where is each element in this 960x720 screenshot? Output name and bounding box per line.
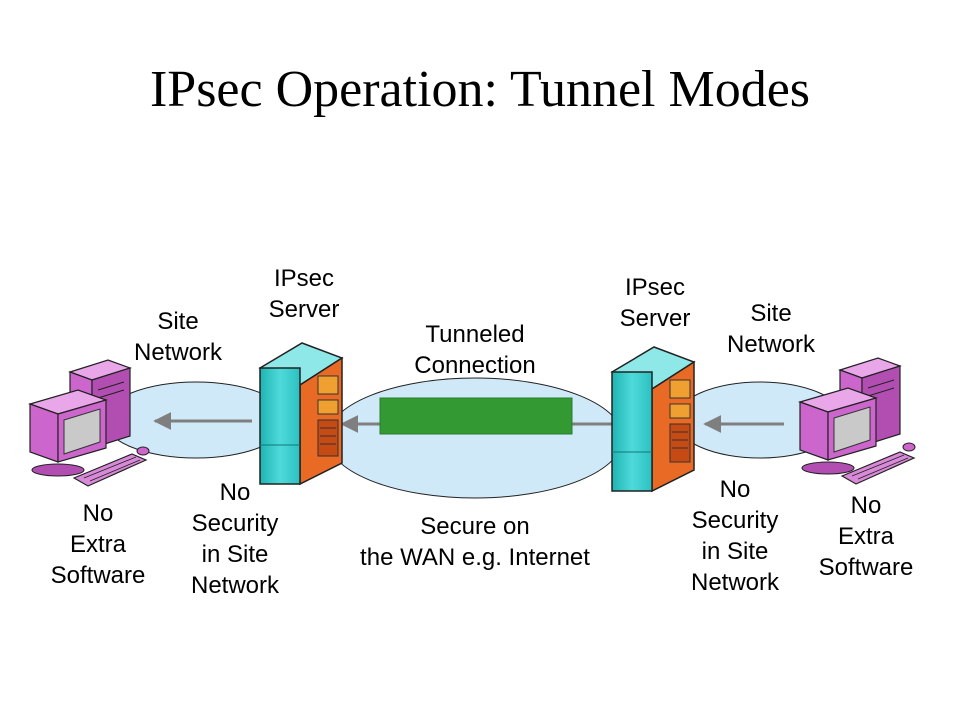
left-server-label: IPsec Server (268, 265, 340, 323)
left-no-security-label: No Security in Site Network (190, 479, 280, 599)
tunneled-connection-label: Tunneled Connection (414, 321, 536, 379)
left-site-network-label: Site Network (133, 308, 223, 366)
right-no-extra-software-label: No Extra Software (818, 492, 914, 581)
right-no-security-label: No Security in Site Network (690, 476, 780, 596)
slide-title: IPsec Operation: Tunnel Modes (149, 61, 811, 118)
right-ipsec-server-icon (610, 346, 696, 493)
right-computer-icon (798, 357, 916, 485)
wan-security-label: Secure on the WAN e.g. Internet (360, 513, 590, 571)
left-no-extra-software-label: No Extra Software (50, 500, 146, 589)
left-computer-icon (28, 359, 150, 487)
right-site-network-label: Site Network (726, 300, 816, 358)
tunnel-bar (379, 397, 573, 435)
right-server-label: IPsec Server (619, 274, 691, 332)
wan-ellipse (326, 377, 624, 499)
left-ipsec-server-icon (258, 342, 344, 486)
